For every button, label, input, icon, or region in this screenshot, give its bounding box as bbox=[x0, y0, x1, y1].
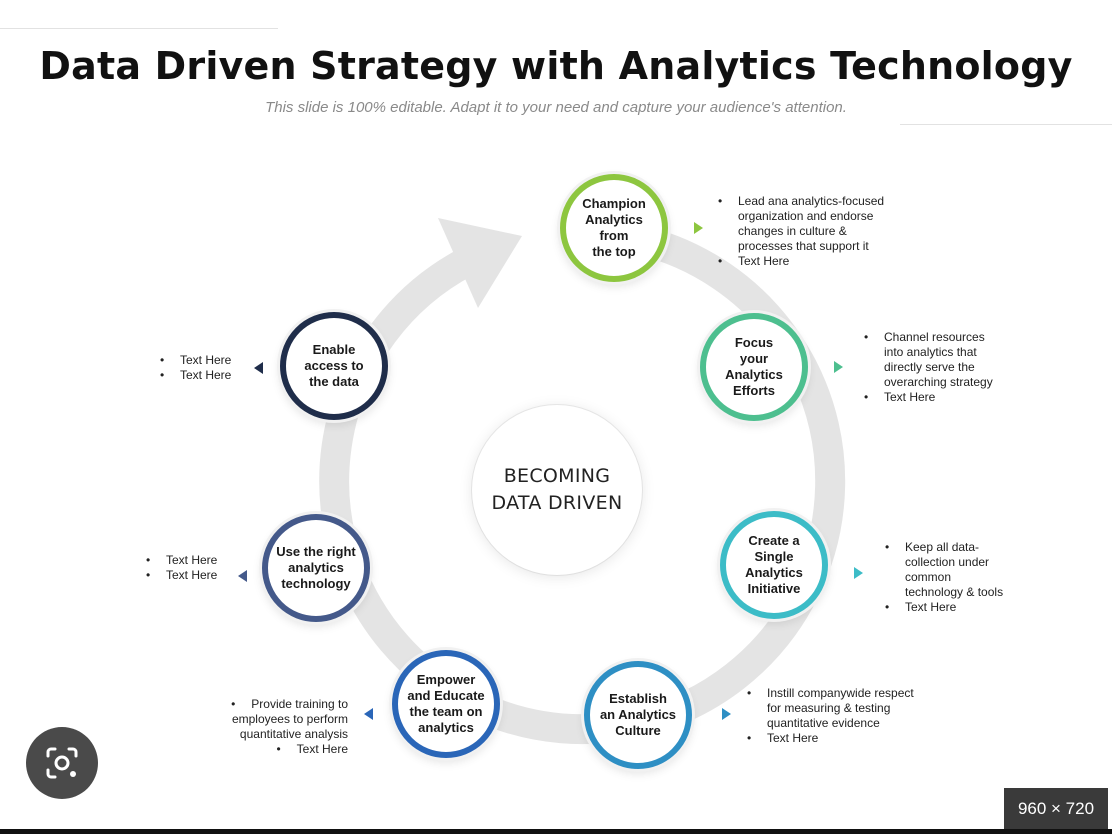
note-enable-access: Text Here Text Here bbox=[158, 353, 258, 383]
page-title: Data Driven Strategy with Analytics Tech… bbox=[39, 44, 1073, 88]
note-bullet: Lead ana analytics-focused organization … bbox=[716, 194, 936, 254]
note-champion: Lead ana analytics-focused organization … bbox=[716, 194, 936, 269]
pointer-arrow-left bbox=[364, 708, 373, 720]
center-circle: BECOMING DATA DRIVEN bbox=[472, 405, 642, 575]
node-label: Champion Analytics from the top bbox=[582, 196, 646, 259]
note-bullet: Text Here bbox=[144, 553, 244, 568]
camera-lens-button[interactable] bbox=[26, 727, 98, 799]
top-rule-right bbox=[900, 124, 1112, 125]
camera-lens-icon bbox=[46, 747, 78, 779]
node-champion-analytics: Champion Analytics from the top bbox=[560, 174, 668, 282]
note-bullet: Text Here bbox=[144, 568, 244, 583]
note-bullet: Text Here bbox=[158, 353, 258, 368]
node-label: Establish an Analytics Culture bbox=[599, 691, 677, 738]
node-focus-efforts: Focus your Analytics Efforts bbox=[700, 313, 808, 421]
note-bullet: Text Here bbox=[883, 600, 1053, 615]
node-label: Enable access to the data bbox=[304, 342, 364, 389]
pointer-arrow-right bbox=[694, 222, 703, 234]
note-culture: Instill companywide respect for measurin… bbox=[745, 686, 965, 746]
image-dimensions-badge: 960 × 720 bbox=[1004, 788, 1108, 830]
note-bullet: Instill companywide respect for measurin… bbox=[745, 686, 965, 731]
note-bullet: Text Here bbox=[745, 731, 965, 746]
page-subtitle: This slide is 100% editable. Adapt it to… bbox=[265, 99, 847, 116]
node-label: Empower and Educate the team on analytic… bbox=[407, 672, 485, 735]
note-bullet: Provide training to employees to perform… bbox=[200, 697, 348, 742]
note-bullet: Text Here bbox=[716, 254, 936, 269]
node-label: Use the right analytics technology bbox=[276, 544, 356, 591]
center-label: BECOMING DATA DRIVEN bbox=[491, 465, 623, 514]
note-bullet: Text Here bbox=[200, 742, 348, 757]
node-analytics-culture: Establish an Analytics Culture bbox=[584, 661, 692, 769]
bottom-bar bbox=[0, 829, 1112, 834]
node-label: Focus your Analytics Efforts bbox=[725, 335, 783, 398]
note-single-initiative: Keep all data- collection under common t… bbox=[883, 540, 1053, 615]
note-focus: Channel resources into analytics that di… bbox=[862, 330, 1042, 405]
pointer-arrow-right bbox=[834, 361, 843, 373]
pointer-arrow-left bbox=[254, 362, 263, 374]
node-label: Create a Single Analytics Initiative bbox=[745, 533, 803, 596]
note-bullet: Channel resources into analytics that di… bbox=[862, 330, 1042, 390]
cycle-ring-arrowhead bbox=[438, 218, 522, 308]
pointer-arrow-right bbox=[722, 708, 731, 720]
note-right-technology: Text Here Text Here bbox=[144, 553, 244, 583]
node-empower-educate: Empower and Educate the team on analytic… bbox=[392, 650, 500, 758]
node-enable-access: Enable access to the data bbox=[280, 312, 388, 420]
note-bullet: Keep all data- collection under common t… bbox=[883, 540, 1053, 600]
node-right-technology: Use the right analytics technology bbox=[262, 514, 370, 622]
pointer-arrow-right bbox=[854, 567, 863, 579]
node-single-initiative: Create a Single Analytics Initiative bbox=[720, 511, 828, 619]
note-bullet: Text Here bbox=[862, 390, 1042, 405]
top-rule-left bbox=[0, 28, 278, 29]
note-empower: Provide training to employees to perform… bbox=[200, 697, 348, 757]
note-bullet: Text Here bbox=[158, 368, 258, 383]
